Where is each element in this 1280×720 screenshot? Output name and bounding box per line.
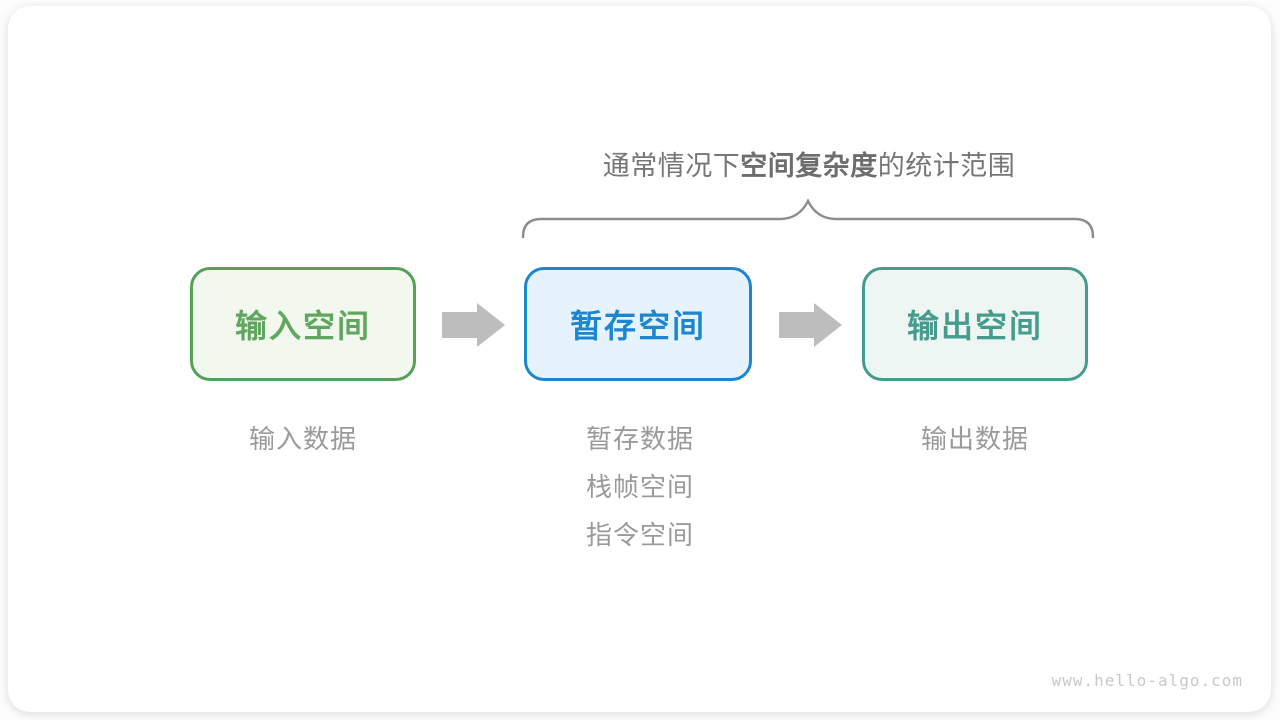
title-bold-term: 空间复杂度 (740, 151, 878, 181)
diagram-title: 通常情况下空间复杂度的统计范围 (603, 144, 1016, 183)
title-suffix: 的统计范围 (877, 151, 1016, 181)
box-buffer-space-label: 暂存空间 (569, 308, 706, 344)
title-prefix: 通常情况下 (602, 151, 741, 181)
box-buffer-space: 暂存空间 (524, 267, 752, 381)
box-input-space-label: 输入空间 (234, 308, 371, 344)
watermark: www.hello-algo.com (1051, 671, 1243, 690)
note-buffer-list: 暂存数据 栈帧空间 指令空间 (586, 425, 694, 549)
note-input-data: 输入数据 (248, 424, 358, 454)
note-buffer-data: 暂存数据 (585, 424, 695, 454)
note-instruction-space: 指令空间 (585, 520, 695, 550)
scope-brace (521, 198, 1095, 239)
box-output-space: 输出空间 (862, 267, 1088, 381)
box-output-space-label: 输出空间 (906, 308, 1043, 344)
box-input-space: 输入空间 (190, 267, 416, 381)
note-stack-frame-space: 栈帧空间 (585, 472, 695, 502)
note-output-data: 输出数据 (920, 424, 1030, 454)
arrow-right-icon (442, 303, 505, 347)
arrow-right-icon (779, 303, 842, 347)
